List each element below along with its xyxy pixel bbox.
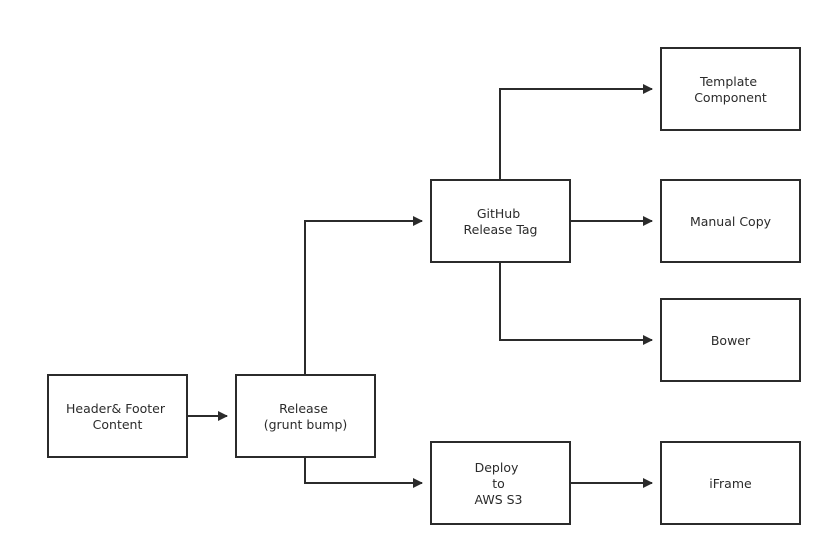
edge-github-to-template: [499, 84, 653, 180]
node-box: [660, 47, 801, 131]
node-github-release-tag: GitHub Release Tag: [430, 179, 571, 263]
node-box: [47, 374, 188, 458]
node-label: Deploy to AWS S3: [474, 460, 522, 507]
node-template-component: Template Component: [660, 47, 801, 131]
node-box: [660, 441, 801, 525]
node-label: Release (grunt bump): [264, 401, 348, 432]
node-box: [660, 298, 801, 382]
node-label: iFrame: [709, 476, 752, 491]
edge-github-to-bower: [499, 262, 653, 345]
node-deploy-aws-s3: Deploy to AWS S3: [430, 441, 571, 525]
node-label: Template Component: [694, 74, 767, 105]
node-iframe: iFrame: [660, 441, 801, 525]
edge-release-to-github: [304, 216, 423, 375]
node-box: [430, 441, 571, 525]
node-manual-copy: Manual Copy: [660, 179, 801, 263]
edge-release-to-deploy: [304, 457, 423, 488]
node-box: [660, 179, 801, 263]
node-box: [430, 179, 571, 263]
node-bower: Bower: [660, 298, 801, 382]
node-label: Header& Footer Content: [66, 401, 169, 432]
node-header-footer-content: Header& Footer Content: [47, 374, 188, 458]
node-label: Manual Copy: [690, 214, 772, 229]
node-label: Bower: [711, 333, 751, 348]
edges: [188, 84, 653, 488]
node-box: [235, 374, 376, 458]
node-release: Release (grunt bump): [235, 374, 376, 458]
node-label: GitHub Release Tag: [464, 206, 538, 237]
